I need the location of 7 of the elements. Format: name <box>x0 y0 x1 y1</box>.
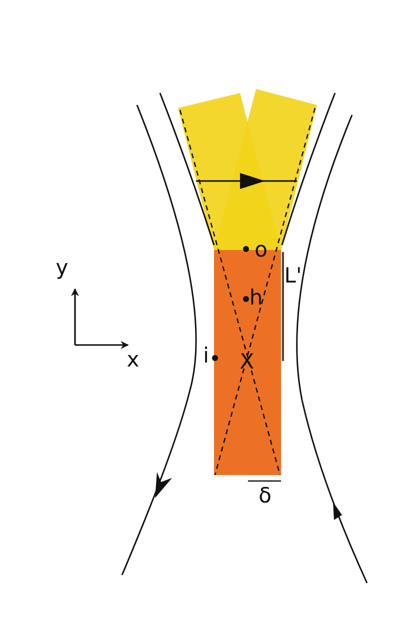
point-label: i <box>203 346 209 366</box>
width-label: δ <box>258 486 272 506</box>
axis-label: x <box>126 350 140 370</box>
length-label: L' <box>284 266 302 286</box>
axis-label: y <box>56 258 68 278</box>
point-label: h <box>249 288 263 308</box>
point-label: o <box>254 240 268 260</box>
